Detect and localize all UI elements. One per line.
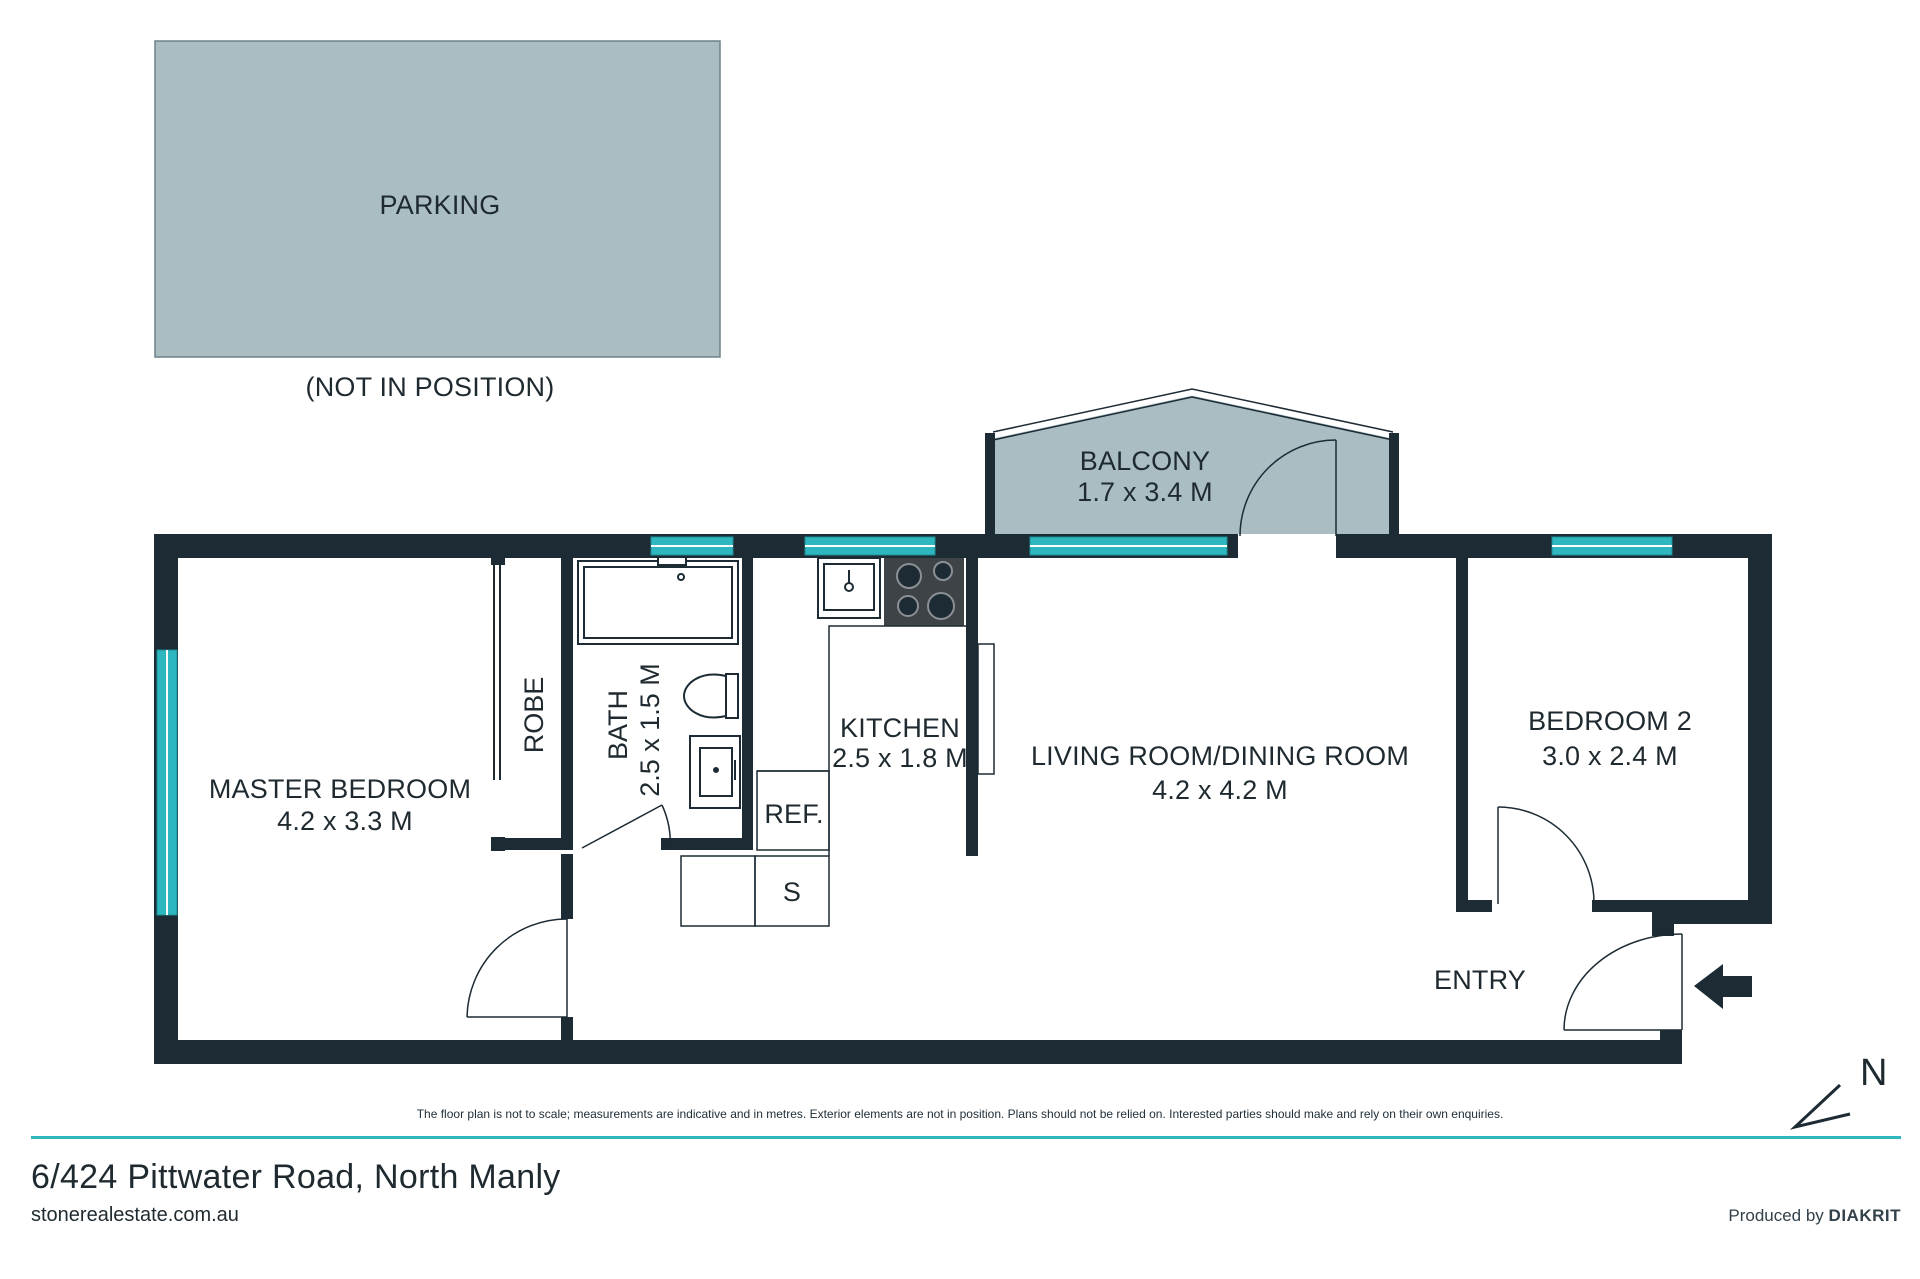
storage-label: S	[782, 877, 802, 907]
balcony-wall-right	[1389, 433, 1399, 536]
balcony-size: 1.7 x 3.4 M	[1077, 477, 1213, 507]
kitchen-name: KITCHEN	[840, 713, 960, 743]
balcony-area	[993, 393, 1393, 536]
living-room-bench	[977, 643, 995, 775]
bath-name: BATH	[603, 690, 633, 761]
bath-vanity	[689, 735, 741, 809]
footer-divider	[31, 1136, 1901, 1139]
master-bedroom-size: 4.2 x 3.3 M	[277, 806, 413, 836]
disclaimer: The floor plan is not to scale; measurem…	[416, 1107, 1504, 1121]
bedroom2-size: 3.0 x 2.4 M	[1542, 741, 1678, 771]
entry-label: ENTRY	[1433, 965, 1527, 995]
producer-brand: DIAKRIT	[1828, 1206, 1901, 1225]
kitchen-benches	[680, 625, 966, 927]
living-room-size: 4.2 x 4.2 M	[1152, 775, 1288, 805]
website-link[interactable]: stonerealestate.com.au	[31, 1204, 239, 1226]
balcony-rail	[992, 390, 1394, 439]
producer-prefix: Produced by	[1728, 1206, 1824, 1225]
bath-size: 2.5 x 1.5 M	[635, 663, 665, 797]
property-address: 6/424 Pittwater Road, North Manly	[31, 1158, 561, 1196]
robe-label: ROBE	[519, 676, 549, 754]
parking-note: (NOT IN POSITION)	[305, 372, 555, 402]
master-bedroom-name: MASTER BEDROOM	[208, 774, 472, 804]
north-arrow-icon	[1789, 1083, 1851, 1130]
bathtub	[577, 556, 739, 645]
balcony-rail-outline-inner	[992, 396, 1394, 441]
cooktop	[884, 558, 964, 626]
balcony-doorway	[1238, 534, 1336, 558]
parking-label: PARKING	[379, 190, 501, 220]
north-label: N	[1860, 1052, 1888, 1094]
robe-sliding-doors	[491, 557, 505, 851]
balcony-rail-outline	[992, 388, 1394, 433]
interior-walls	[493, 556, 1658, 1047]
ref-label: REF.	[764, 799, 824, 829]
bedroom2-name: BEDROOM 2	[1528, 706, 1692, 736]
door-swings	[466, 439, 1683, 1031]
parking-area	[154, 40, 721, 358]
toilet	[682, 673, 739, 719]
exterior-walls	[154, 534, 1772, 1064]
producer-credit: Produced by DIAKRIT	[1728, 1206, 1901, 1226]
kitchen-sink	[817, 557, 881, 619]
window-frames	[166, 545, 1672, 915]
balcony-wall-left	[985, 433, 995, 536]
balcony-name: BALCONY	[1079, 446, 1211, 476]
entry-arrow-icon	[1694, 964, 1752, 1009]
kitchen-size: 2.5 x 1.8 M	[832, 743, 968, 773]
living-room-name: LIVING ROOM/DINING ROOM	[1030, 741, 1410, 771]
